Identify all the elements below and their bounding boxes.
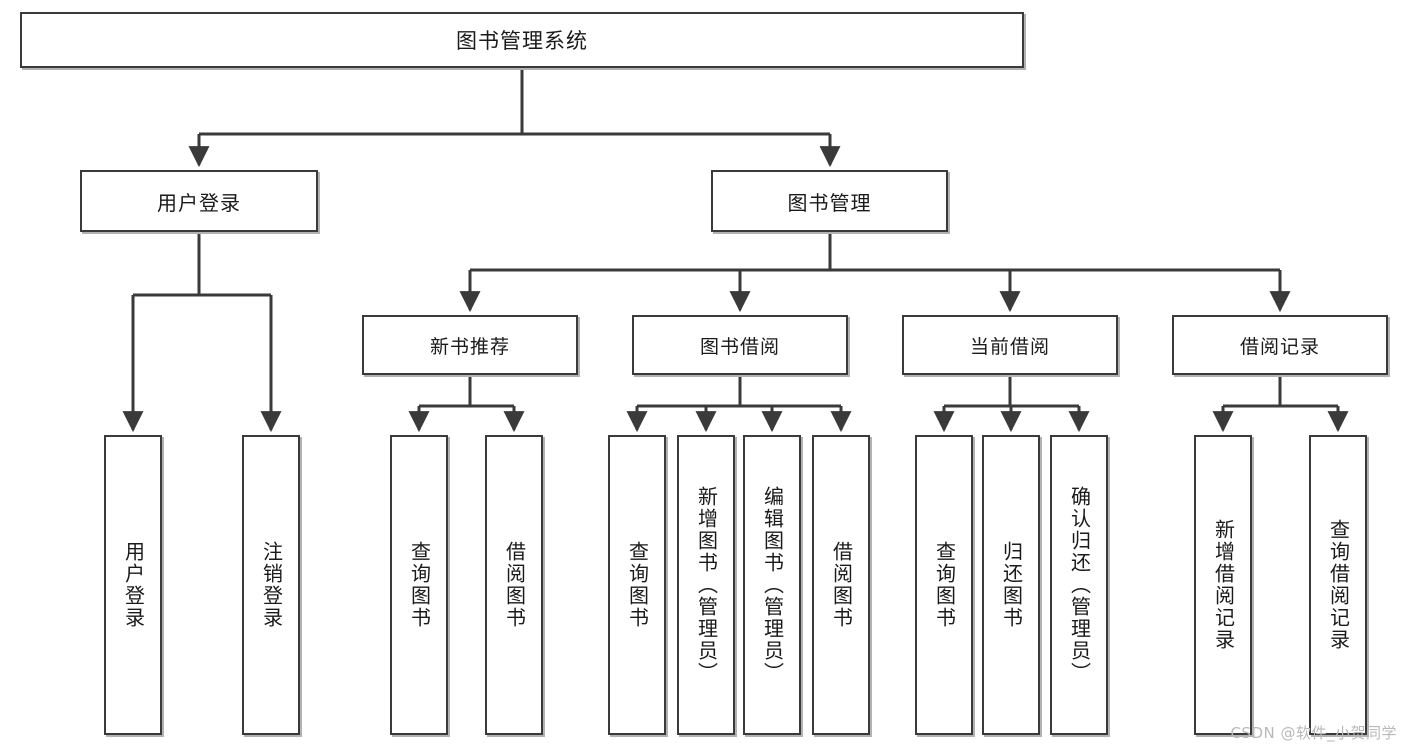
- node-root-system[interactable]: 图书管理系统: [20, 12, 1024, 68]
- leaf-label: 确认归还（管理员）: [1067, 486, 1092, 684]
- node-user-login[interactable]: 用户登录: [80, 170, 318, 232]
- leaf-add-book-admin[interactable]: 新增图书（管理员）: [677, 435, 735, 735]
- leaf-label: 借阅图书: [829, 541, 854, 629]
- node-new-book-recommend[interactable]: 新书推荐: [362, 315, 578, 375]
- leaf-query-book-current[interactable]: 查询图书: [915, 435, 973, 735]
- leaf-query-borrow-record[interactable]: 查询借阅记录: [1309, 435, 1367, 735]
- node-current-borrow[interactable]: 当前借阅: [902, 315, 1118, 375]
- leaf-label: 查询图书: [932, 541, 957, 629]
- leaf-borrow-book-recommend[interactable]: 借阅图书: [485, 435, 543, 735]
- leaf-borrow-book[interactable]: 借阅图书: [812, 435, 870, 735]
- leaf-label: 借阅图书: [502, 541, 527, 629]
- leaf-label: 注销登录: [259, 541, 284, 629]
- leaf-logout-login[interactable]: 注销登录: [242, 435, 300, 735]
- leaf-label: 查询图书: [407, 541, 432, 629]
- leaf-edit-book-admin[interactable]: 编辑图书（管理员）: [743, 435, 801, 735]
- leaf-label: 归还图书: [999, 541, 1024, 629]
- leaf-label: 查询借阅记录: [1326, 519, 1351, 651]
- leaf-add-borrow-record[interactable]: 新增借阅记录: [1194, 435, 1252, 735]
- node-borrow-record[interactable]: 借阅记录: [1172, 315, 1388, 375]
- csdn-watermark: CSDN @软件_小贺同学: [1230, 724, 1397, 742]
- node-book-management[interactable]: 图书管理: [711, 170, 948, 232]
- leaf-confirm-return-admin[interactable]: 确认归还（管理员）: [1050, 435, 1108, 735]
- leaf-user-login[interactable]: 用户登录: [104, 435, 162, 735]
- leaf-label: 查询图书: [625, 541, 650, 629]
- node-book-borrow[interactable]: 图书借阅: [632, 315, 848, 375]
- leaf-query-book-recommend[interactable]: 查询图书: [390, 435, 448, 735]
- leaf-label: 新增借阅记录: [1211, 519, 1236, 651]
- leaf-return-book[interactable]: 归还图书: [982, 435, 1040, 735]
- leaf-query-book-borrow[interactable]: 查询图书: [608, 435, 666, 735]
- leaf-label: 编辑图书（管理员）: [760, 486, 785, 684]
- leaf-label: 新增图书（管理员）: [694, 486, 719, 684]
- leaf-label: 用户登录: [121, 541, 146, 629]
